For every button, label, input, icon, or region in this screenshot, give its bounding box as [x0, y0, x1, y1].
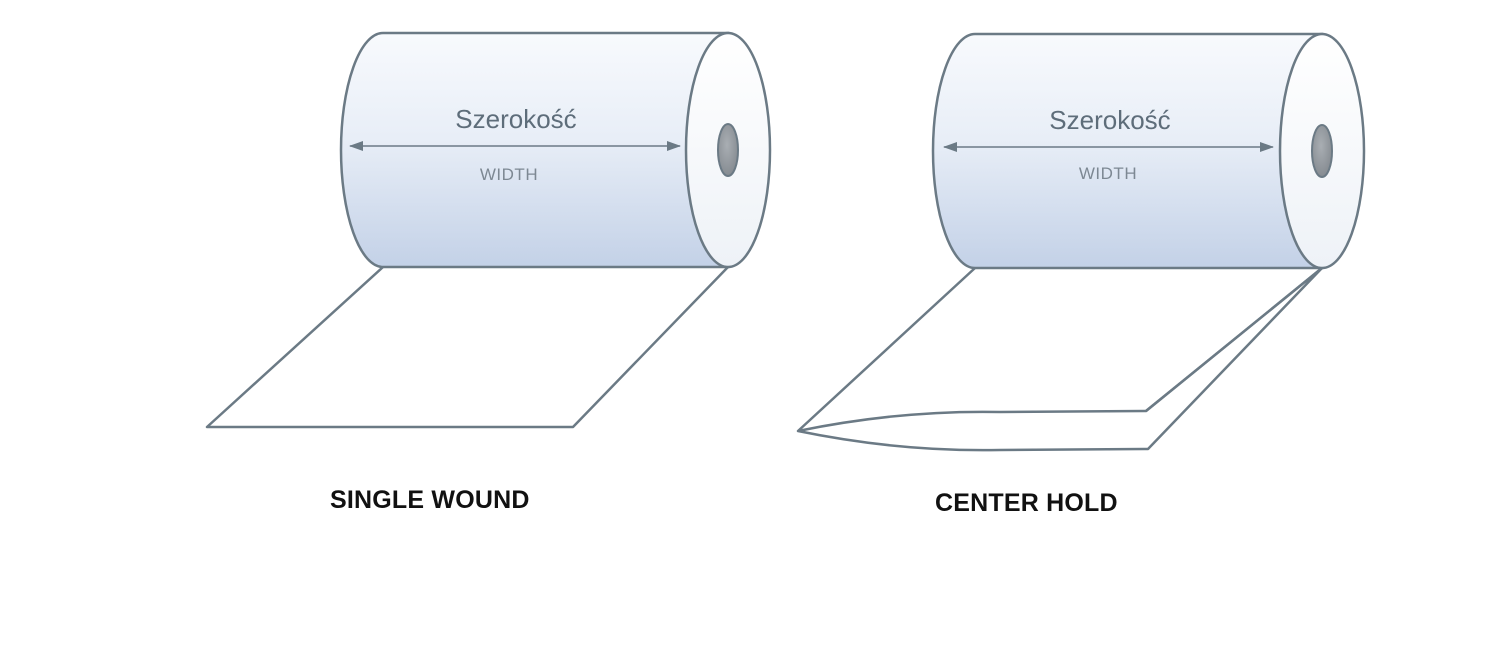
center-hold-caption: CENTER HOLD — [935, 489, 1118, 517]
single-wound-roll: Szerokość WIDTH — [205, 31, 772, 429]
center-hold-sheet — [796, 266, 1324, 452]
center-hold-roll: Szerokość WIDTH — [796, 32, 1366, 452]
single-wound-core — [717, 123, 739, 177]
center-hold-sheet-fold — [1145, 267, 1323, 412]
single-wound-cylinder-body — [339, 31, 730, 269]
center-hold-width-label-en: WIDTH — [1079, 164, 1137, 183]
center-hold-core — [1311, 124, 1333, 178]
single-wound-width-label-en: WIDTH — [480, 165, 538, 184]
single-wound-sheet — [205, 266, 729, 429]
single-wound-caption: SINGLE WOUND — [330, 486, 530, 514]
single-wound-width-label-pl: Szerokość — [455, 104, 576, 134]
center-hold-width-label-pl: Szerokość — [1049, 105, 1170, 135]
center-hold-cylinder-body — [931, 32, 1324, 270]
